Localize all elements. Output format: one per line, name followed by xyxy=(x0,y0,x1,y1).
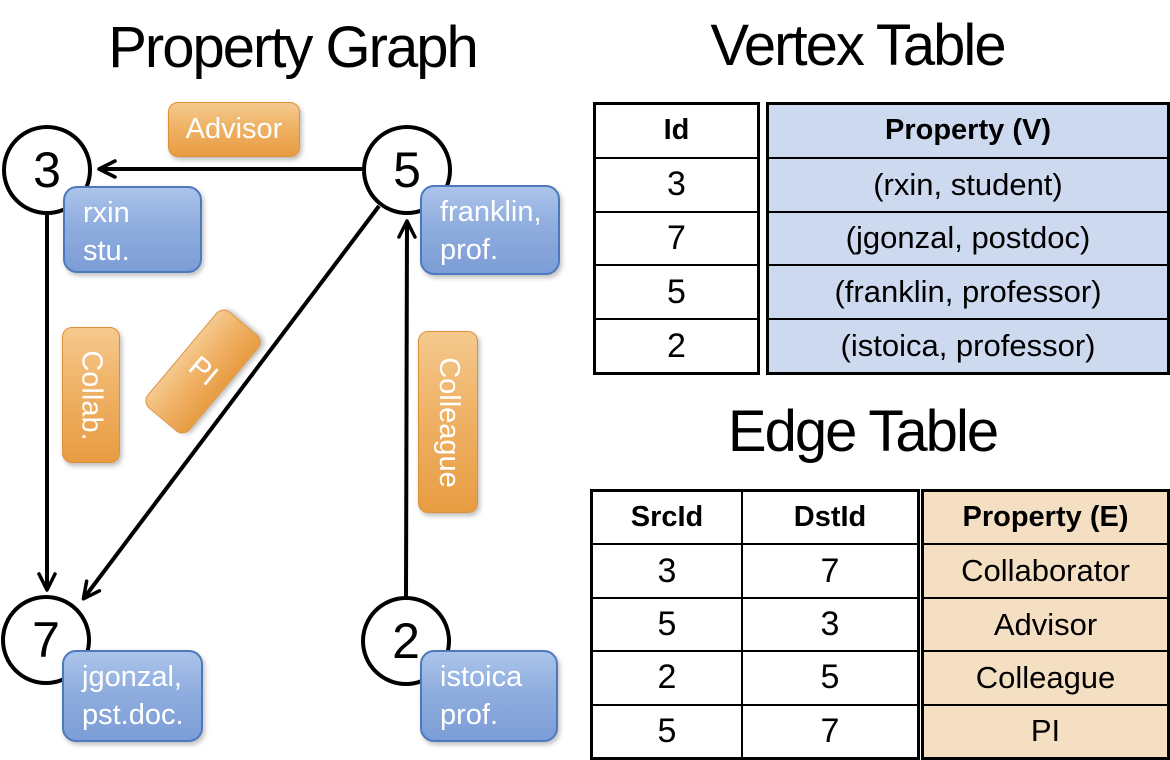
edge-label-colleague-text: Colleague xyxy=(432,356,465,488)
table-row: 2 xyxy=(596,318,757,372)
node-5-id: 5 xyxy=(393,142,421,198)
node-7-id: 7 xyxy=(32,612,60,668)
table-row: PI xyxy=(924,703,1167,757)
edge-colleague-2-to-5 xyxy=(397,219,417,598)
vertex-property-box-franklin: franklin, prof. xyxy=(420,185,560,275)
edge-label-advisor: Advisor xyxy=(168,102,300,157)
table-row: 5 7 xyxy=(593,703,917,758)
table-row: Collaborator xyxy=(924,543,1167,596)
table-row: (istoica, professor) xyxy=(769,318,1167,372)
edge-table-property-column: Property (E) Collaborator Advisor Collea… xyxy=(921,489,1170,760)
vertex-property-line: istoica xyxy=(440,661,523,693)
vertex-table-id-header: Id xyxy=(663,114,690,147)
table-row: (rxin, student) xyxy=(769,156,1167,211)
edge-table-dstid-header: DstId xyxy=(793,501,867,534)
vertex-property-box-rxin: rxin stu. xyxy=(63,186,202,273)
node-2-id: 2 xyxy=(392,613,420,669)
edge-label-pi-text: PI xyxy=(182,350,225,393)
graph-node-2: 2 xyxy=(361,596,451,686)
table-row: 2 5 xyxy=(593,650,917,704)
edge-table-srcid-header: SrcId xyxy=(593,492,743,544)
vertex-property-box-jgonzal: jgonzal, pst.doc. xyxy=(62,650,203,742)
vertex-property-line: pst.doc. xyxy=(82,699,184,731)
vertex-property-line: jgonzal, xyxy=(82,661,182,693)
vertex-table-id-column: Id 3 7 5 2 xyxy=(593,102,760,375)
vertex-table-property-header: Property (V) xyxy=(885,114,1051,147)
table-row: (franklin, professor) xyxy=(769,264,1167,318)
node-3-id: 3 xyxy=(33,142,61,198)
vertex-table-property-column: Property (V) (rxin, student) (jgonzal, p… xyxy=(766,102,1170,375)
edge-label-colleague: Colleague xyxy=(418,331,478,513)
graph-node-5: 5 xyxy=(362,125,452,215)
graph-edges-layer xyxy=(37,159,417,601)
table-row: 5 3 xyxy=(593,596,917,651)
edge-table-id-columns: SrcId DstId 3 7 5 3 2 5 5 7 xyxy=(590,489,920,760)
table-row: Colleague xyxy=(924,650,1167,703)
vertex-property-line: rxin xyxy=(83,197,130,229)
edge-label-collab: Collab. xyxy=(62,327,120,463)
vertex-property-line: prof. xyxy=(440,699,499,731)
edge-table-title: Edge Table xyxy=(727,399,999,464)
graph-title: Property Graph xyxy=(108,15,479,80)
vertex-property-line: stu. xyxy=(83,235,130,267)
vertex-property-box-istoica: istoica prof. xyxy=(420,650,558,742)
table-row: 3 xyxy=(596,156,757,211)
edge-table-property-header: Property (E) xyxy=(962,501,1129,534)
table-row: 5 xyxy=(596,264,757,318)
edge-pi-5-to-7 xyxy=(81,204,381,601)
table-row: (jgonzal, postdoc) xyxy=(769,210,1167,265)
edge-label-collab-text: Collab. xyxy=(75,349,108,441)
edge-label-advisor-text: Advisor xyxy=(185,113,283,145)
table-row: Advisor xyxy=(924,596,1167,650)
vertex-table-title: Vertex Table xyxy=(710,13,1006,78)
vertex-property-line: prof. xyxy=(440,234,499,266)
table-row: 7 xyxy=(596,210,757,265)
vertex-property-line: franklin, xyxy=(440,196,542,228)
table-row: 3 7 xyxy=(593,543,917,597)
